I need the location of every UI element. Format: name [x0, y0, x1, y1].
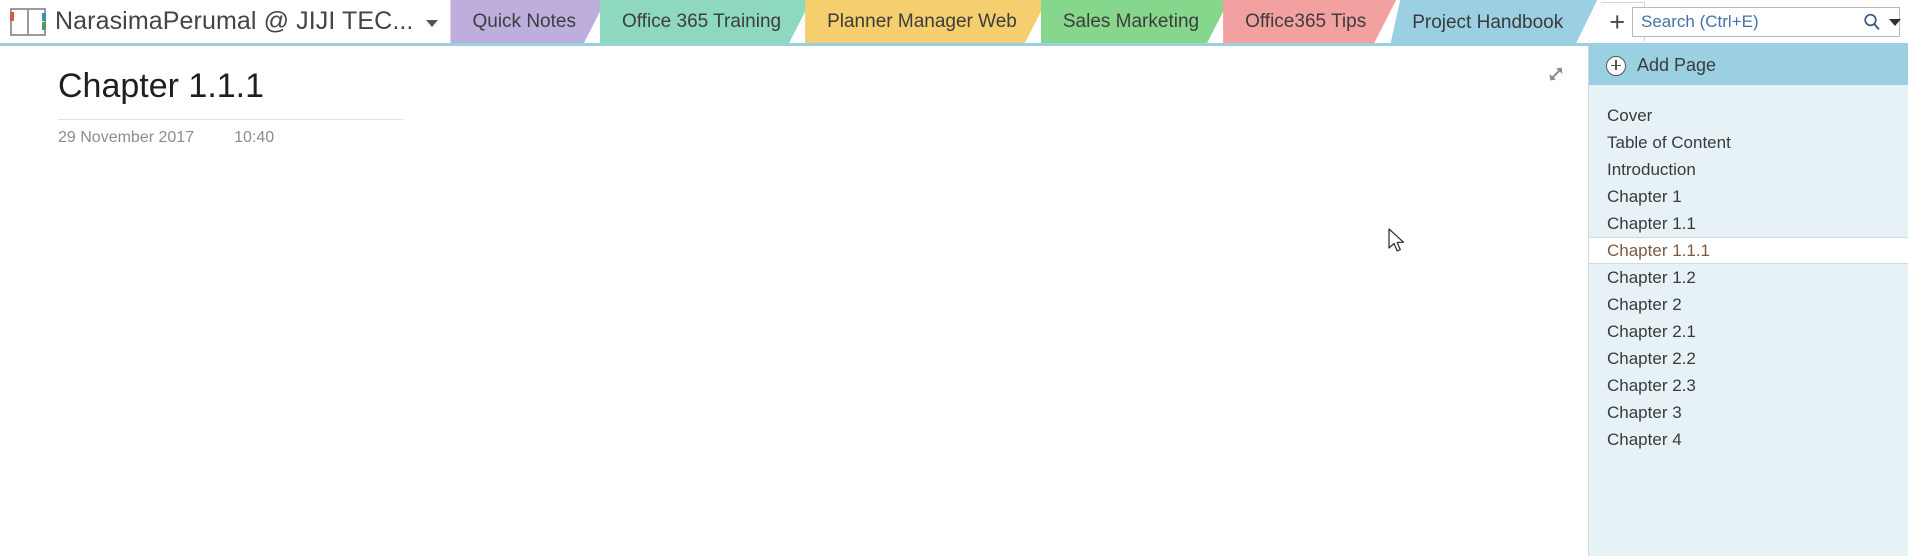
section-tab-label: Quick Notes [472, 10, 576, 32]
section-tab-sales-marketing[interactable]: Sales Marketing [1041, 0, 1229, 43]
page-list-item-label: Cover [1607, 105, 1653, 125]
page-list-item-label: Introduction [1607, 159, 1696, 179]
search-input[interactable] [1641, 9, 1862, 35]
page-list-item[interactable]: Chapter 2.3 [1589, 372, 1908, 399]
expand-page-button[interactable] [1542, 60, 1570, 88]
page-title[interactable]: Chapter 1.1.1 [58, 67, 403, 121]
page-list-item-label: Table of Content [1607, 132, 1731, 152]
chevron-down-icon[interactable] [426, 20, 439, 27]
section-tab-label: Project Handbook [1412, 11, 1564, 33]
search-box[interactable] [1632, 7, 1901, 37]
page-list-item[interactable]: Chapter 2.2 [1589, 345, 1908, 372]
page-list-item[interactable]: Introduction [1589, 156, 1908, 183]
page-list-item-label: Chapter 2.1 [1607, 321, 1696, 341]
section-tab-quick-notes[interactable]: Quick Notes [450, 0, 605, 43]
section-tab-office365-tips[interactable]: Office365 Tips [1223, 0, 1396, 43]
plus-circle-icon [1606, 55, 1626, 76]
page-list-item[interactable]: Chapter 1.2 [1589, 264, 1908, 291]
page-list-item-label: Chapter 1.1.1 [1607, 240, 1711, 260]
page-timestamp: 29 November 2017 10:40 [58, 120, 403, 147]
active-tab-underline [0, 43, 1908, 46]
section-tab-project-handbook[interactable]: Project Handbook [1390, 0, 1597, 45]
add-page-button[interactable]: Add Page [1589, 46, 1908, 85]
page-list-item-label: Chapter 2.2 [1607, 348, 1696, 368]
page-list-item-label: Chapter 2.3 [1607, 375, 1696, 395]
page-list-item[interactable]: Chapter 3 [1589, 399, 1908, 426]
page-list-item[interactable]: Table of Content [1589, 129, 1908, 156]
page-list-item-label: Chapter 1.1 [1607, 213, 1696, 233]
page-time: 10:40 [234, 129, 275, 147]
page-list-item[interactable]: Chapter 4 [1589, 426, 1908, 453]
section-tabs: Quick Notes Office 365 Training Planner Ma… [450, 0, 1591, 45]
page-list-item-label: Chapter 1 [1607, 186, 1682, 206]
page-list-item[interactable]: Cover [1589, 102, 1908, 129]
page-list-item-label: Chapter 2 [1607, 294, 1682, 314]
notebook-icon [10, 7, 46, 36]
page-list-item-label: Chapter 1.2 [1607, 267, 1696, 287]
page-list-item-label: Chapter 4 [1607, 429, 1682, 449]
notebook-name: NarasimaPerumal @ JIJI TEC... [55, 7, 414, 35]
mouse-cursor [1388, 228, 1405, 252]
search-dropdown-icon[interactable] [1889, 18, 1901, 26]
top-bar: NarasimaPerumal @ JIJI TEC... Quick Note… [0, 0, 1908, 45]
page-list-item-label: Chapter 3 [1607, 402, 1682, 422]
page-list-item[interactable]: Chapter 1.1 [1589, 210, 1908, 237]
page-header: Chapter 1.1.1 29 November 2017 10:40 [58, 67, 403, 147]
notebook-selector[interactable]: NarasimaPerumal @ JIJI TEC... [0, 0, 439, 43]
section-tab-planner-manager-web[interactable]: Planner Manager Web [805, 0, 1047, 43]
page-list-item[interactable]: Chapter 2.1 [1589, 318, 1908, 345]
section-tab-label: Planner Manager Web [827, 10, 1017, 32]
page-list-item[interactable]: Chapter 2 [1589, 291, 1908, 318]
page-list-item[interactable]: Chapter 1.1.1 [1589, 237, 1908, 264]
section-tab-label: Sales Marketing [1062, 10, 1200, 32]
add-page-label: Add Page [1637, 55, 1717, 75]
page-date: 29 November 2017 [58, 129, 195, 147]
section-tab-office-365-training[interactable]: Office 365 Training [600, 0, 811, 43]
page-list-item[interactable]: Chapter 1 [1589, 183, 1908, 210]
section-tab-label: Office 365 Training [621, 10, 782, 32]
search-icon[interactable] [1862, 12, 1882, 32]
page-content-area[interactable]: Chapter 1.1.1 29 November 2017 10:40 [0, 46, 1588, 556]
section-tab-label: Office365 Tips [1245, 10, 1367, 32]
expand-diagonal-arrow-icon [1549, 67, 1563, 81]
